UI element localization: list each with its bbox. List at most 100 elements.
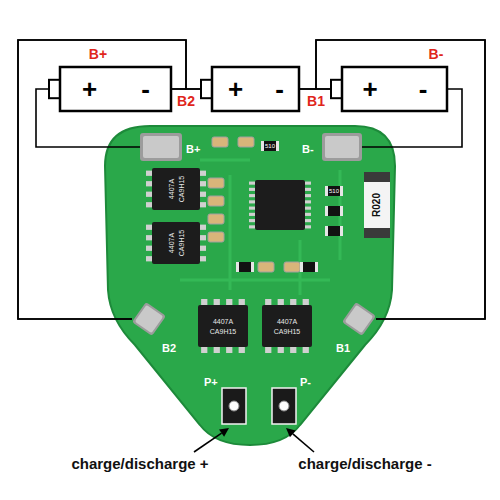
ic-pin [200,192,206,197]
leader-arrow [286,428,314,452]
resistor-end [261,141,279,151]
battery-body [342,67,447,111]
node-outline [222,388,246,424]
chip-marking: 4407A [277,318,297,325]
pad-hole [279,401,289,411]
ic-pin [239,347,245,353]
terminal-caption: charge/discharge + [71,456,208,471]
pad-label: B2 [162,343,176,354]
ic-pin [303,347,309,353]
battery-cell: +- [48,66,172,112]
leader-line [293,434,314,452]
ic-pin [214,299,220,305]
pad-face [143,136,179,158]
smd-resistor [261,141,279,151]
pad-rim [140,133,182,161]
ic-chip [198,299,248,353]
ic-pin [249,219,255,222]
label-holder: B1 [307,94,325,108]
pad-rim [322,133,362,161]
battery-cell: +- [200,66,300,112]
ic-pin [265,347,271,353]
pad-rim [342,302,376,336]
capacitor-body [238,137,254,147]
terminal-caption: charge/discharge - [298,456,431,471]
ic-pin [305,207,311,210]
arrow-head [286,428,296,437]
ic-pin [146,256,152,261]
resistor-end [300,262,318,272]
ic-body [152,168,200,210]
smd-capacitor [238,137,254,147]
ic-pin [249,225,255,228]
resistor-end [236,262,254,272]
ic-pin [201,299,207,305]
ic-pin [200,256,206,261]
ic-pin [214,347,220,353]
shunt-resistor [364,172,390,238]
ic-body [262,305,312,347]
ic-pin [249,207,255,210]
battery-nub [201,80,212,98]
leader-arrow [194,428,229,452]
pad-face [325,136,359,158]
capacitor-body [208,214,224,224]
solder-pad: B1 [342,302,376,336]
terminal-label: B1 [307,94,325,108]
battery-cell: +- [330,66,448,112]
node-outline [132,302,166,336]
label-holder: 4407A [277,318,297,325]
resistor-end [325,206,343,216]
ic-pin [146,225,152,230]
chip-marking: CA9H15 [178,230,185,256]
label-holder: charge/discharge - [298,456,431,471]
label-holder: R020 [372,193,382,217]
resistor-code: 510 [329,188,339,194]
pad-label: B- [302,144,314,155]
ic-pin [146,192,152,197]
label-holder: 510 [265,143,275,149]
capacitor-body [208,232,224,242]
wire [316,40,485,319]
solder-pad: B- [322,133,362,161]
ic-pin [278,347,284,353]
node-outline [272,388,296,424]
node-outline [140,133,182,161]
copper-trace [200,159,250,162]
ic-chip [262,299,312,353]
leader-line [194,433,222,452]
label-holder: B- [429,47,444,61]
polarity-mark: + [82,76,97,102]
label-holder: charge/discharge + [71,456,208,471]
ic-pin [305,182,311,185]
ic-pin [305,200,311,203]
output-pad: P- [272,388,296,424]
smd-capacitor [208,178,224,188]
battery-nub [49,80,60,98]
ic-pin [200,171,206,176]
smd-capacitor [208,232,224,242]
resistor-body [239,262,251,272]
ic-pin [265,299,271,305]
polarity-mark: - [141,76,150,102]
chip-marking: 4407A [168,179,175,199]
ic-chip [146,222,206,264]
capacitor-body [208,196,224,206]
copper-trace [229,175,232,290]
capacitor-body [208,178,224,188]
ic-pin [305,213,311,216]
smd-resistor [325,226,343,236]
ic-pin [239,299,245,305]
smd-capacitor [208,214,224,224]
label-holder: CA9H15 [178,230,185,256]
ic-pin [146,202,152,207]
label-holder: 4407A [168,233,175,253]
ic-pin [278,299,284,305]
resistor-body [328,226,340,236]
chip-marking: CA9H15 [178,176,185,202]
wire [300,40,485,319]
ic-pin [200,225,206,230]
battery-body [60,67,171,111]
